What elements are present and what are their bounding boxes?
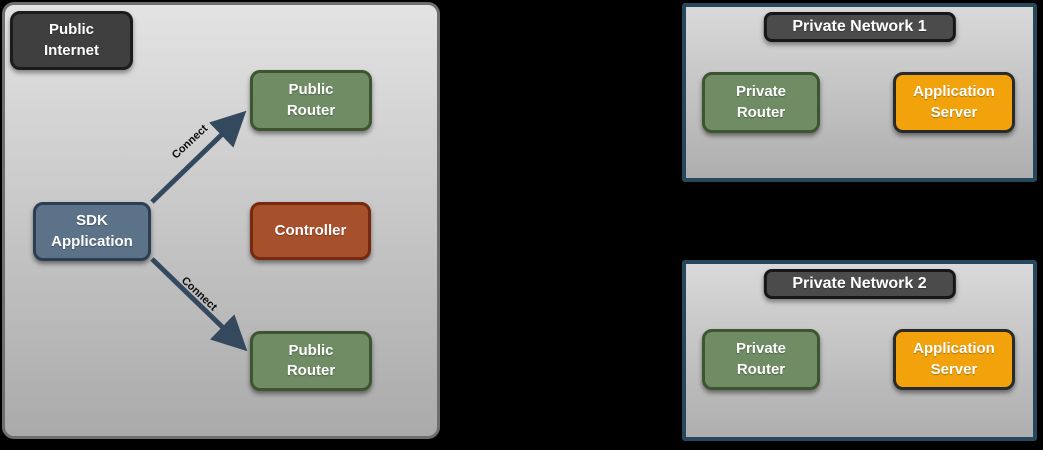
node-application-server-1[interactable]: Application Server <box>893 72 1015 133</box>
connect-label-top: Connect <box>169 122 211 162</box>
node-public-router-bottom[interactable]: Public Router <box>250 331 372 391</box>
connect-arrow-top <box>150 110 247 204</box>
node-application-server-2[interactable]: Application Server <box>893 329 1015 390</box>
node-private-router-2[interactable]: Private Router <box>702 329 820 390</box>
private-network-2-label: Private Network 2 <box>763 269 956 299</box>
private-network-1-label: Private Network 1 <box>763 12 956 42</box>
node-controller[interactable]: Controller <box>250 202 371 260</box>
node-public-router-top[interactable]: Public Router <box>250 70 372 131</box>
connect-arrow-bottom <box>150 257 248 352</box>
public-internet-label: Public Internet <box>10 11 133 70</box>
private-network-1-zone: Private Network 1 Private Router Applica… <box>682 3 1037 182</box>
public-internet-zone: Connect Connect Public Internet SDK Appl… <box>2 2 440 439</box>
node-private-router-1[interactable]: Private Router <box>702 72 820 133</box>
node-sdk-application[interactable]: SDK Application <box>33 202 151 261</box>
private-network-2-zone: Private Network 2 Private Router Applica… <box>682 260 1037 441</box>
connect-label-bottom: Connect <box>178 274 220 314</box>
